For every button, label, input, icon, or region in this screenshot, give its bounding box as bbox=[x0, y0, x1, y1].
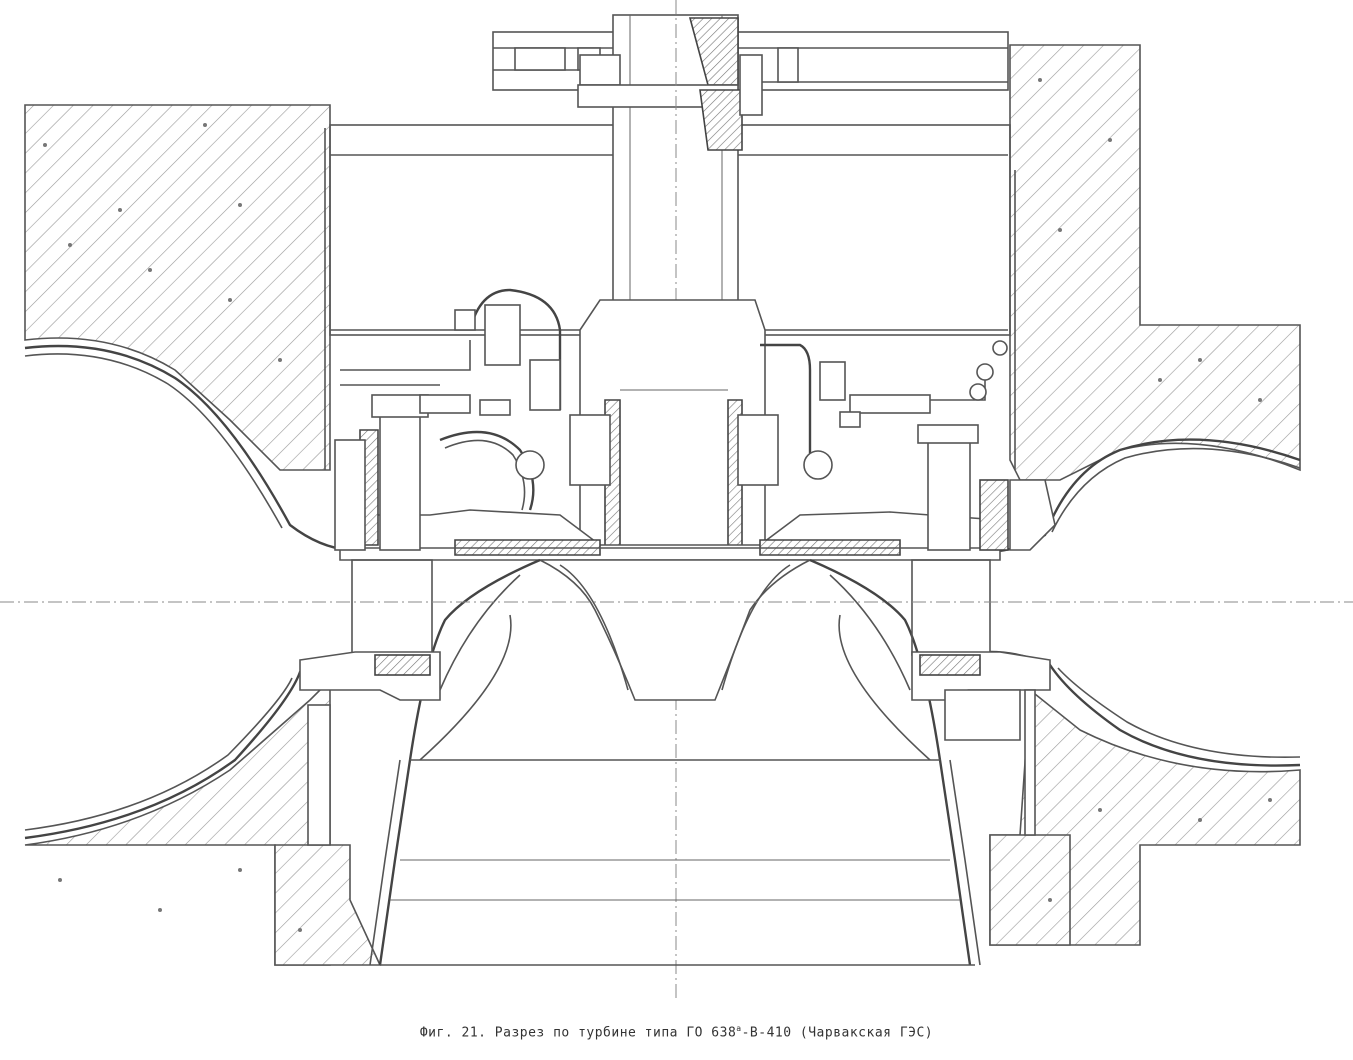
stay-vane-zone bbox=[351, 559, 433, 656]
wicket-gate-stem-right bbox=[927, 434, 971, 551]
figure-caption: Фиг. 21. Разрез по турбине типа ГО 638а-… bbox=[0, 1024, 1353, 1040]
oil-pipe-right bbox=[760, 343, 812, 470]
caption-superscript: а bbox=[736, 1024, 742, 1033]
concrete-aggregate-marks bbox=[43, 78, 1272, 932]
concrete-left bbox=[24, 104, 331, 471]
concrete-right bbox=[1009, 44, 1301, 481]
spiral-case-left-bottom-inner bbox=[24, 677, 293, 831]
concrete-left-base bbox=[274, 844, 382, 966]
oil-pipe-upper bbox=[468, 288, 562, 410]
wicket-gate-stem-left bbox=[379, 399, 421, 551]
draft-tube-liner-left bbox=[378, 759, 412, 966]
concrete-right-base bbox=[989, 834, 1071, 946]
draft-tube-liner-right bbox=[938, 759, 972, 966]
caption-suffix: -В-410 (Чарвакская ГЭС) bbox=[741, 1025, 934, 1041]
runner-band-right bbox=[809, 558, 942, 761]
spiral-case-right-bottom-inner bbox=[1057, 667, 1301, 759]
spiral-case-right-inner bbox=[1051, 447, 1301, 533]
caption-prefix: Фиг. 21. Разрез по турбине типа ГО 638 bbox=[419, 1025, 737, 1041]
runner bbox=[539, 559, 811, 701]
spiral-case-left-inner bbox=[24, 353, 283, 529]
runner-band-left bbox=[408, 558, 541, 761]
oil-pipe-left bbox=[439, 430, 535, 511]
turbine-section-drawing bbox=[0, 0, 1353, 1000]
spiral-case-left bbox=[24, 344, 351, 552]
